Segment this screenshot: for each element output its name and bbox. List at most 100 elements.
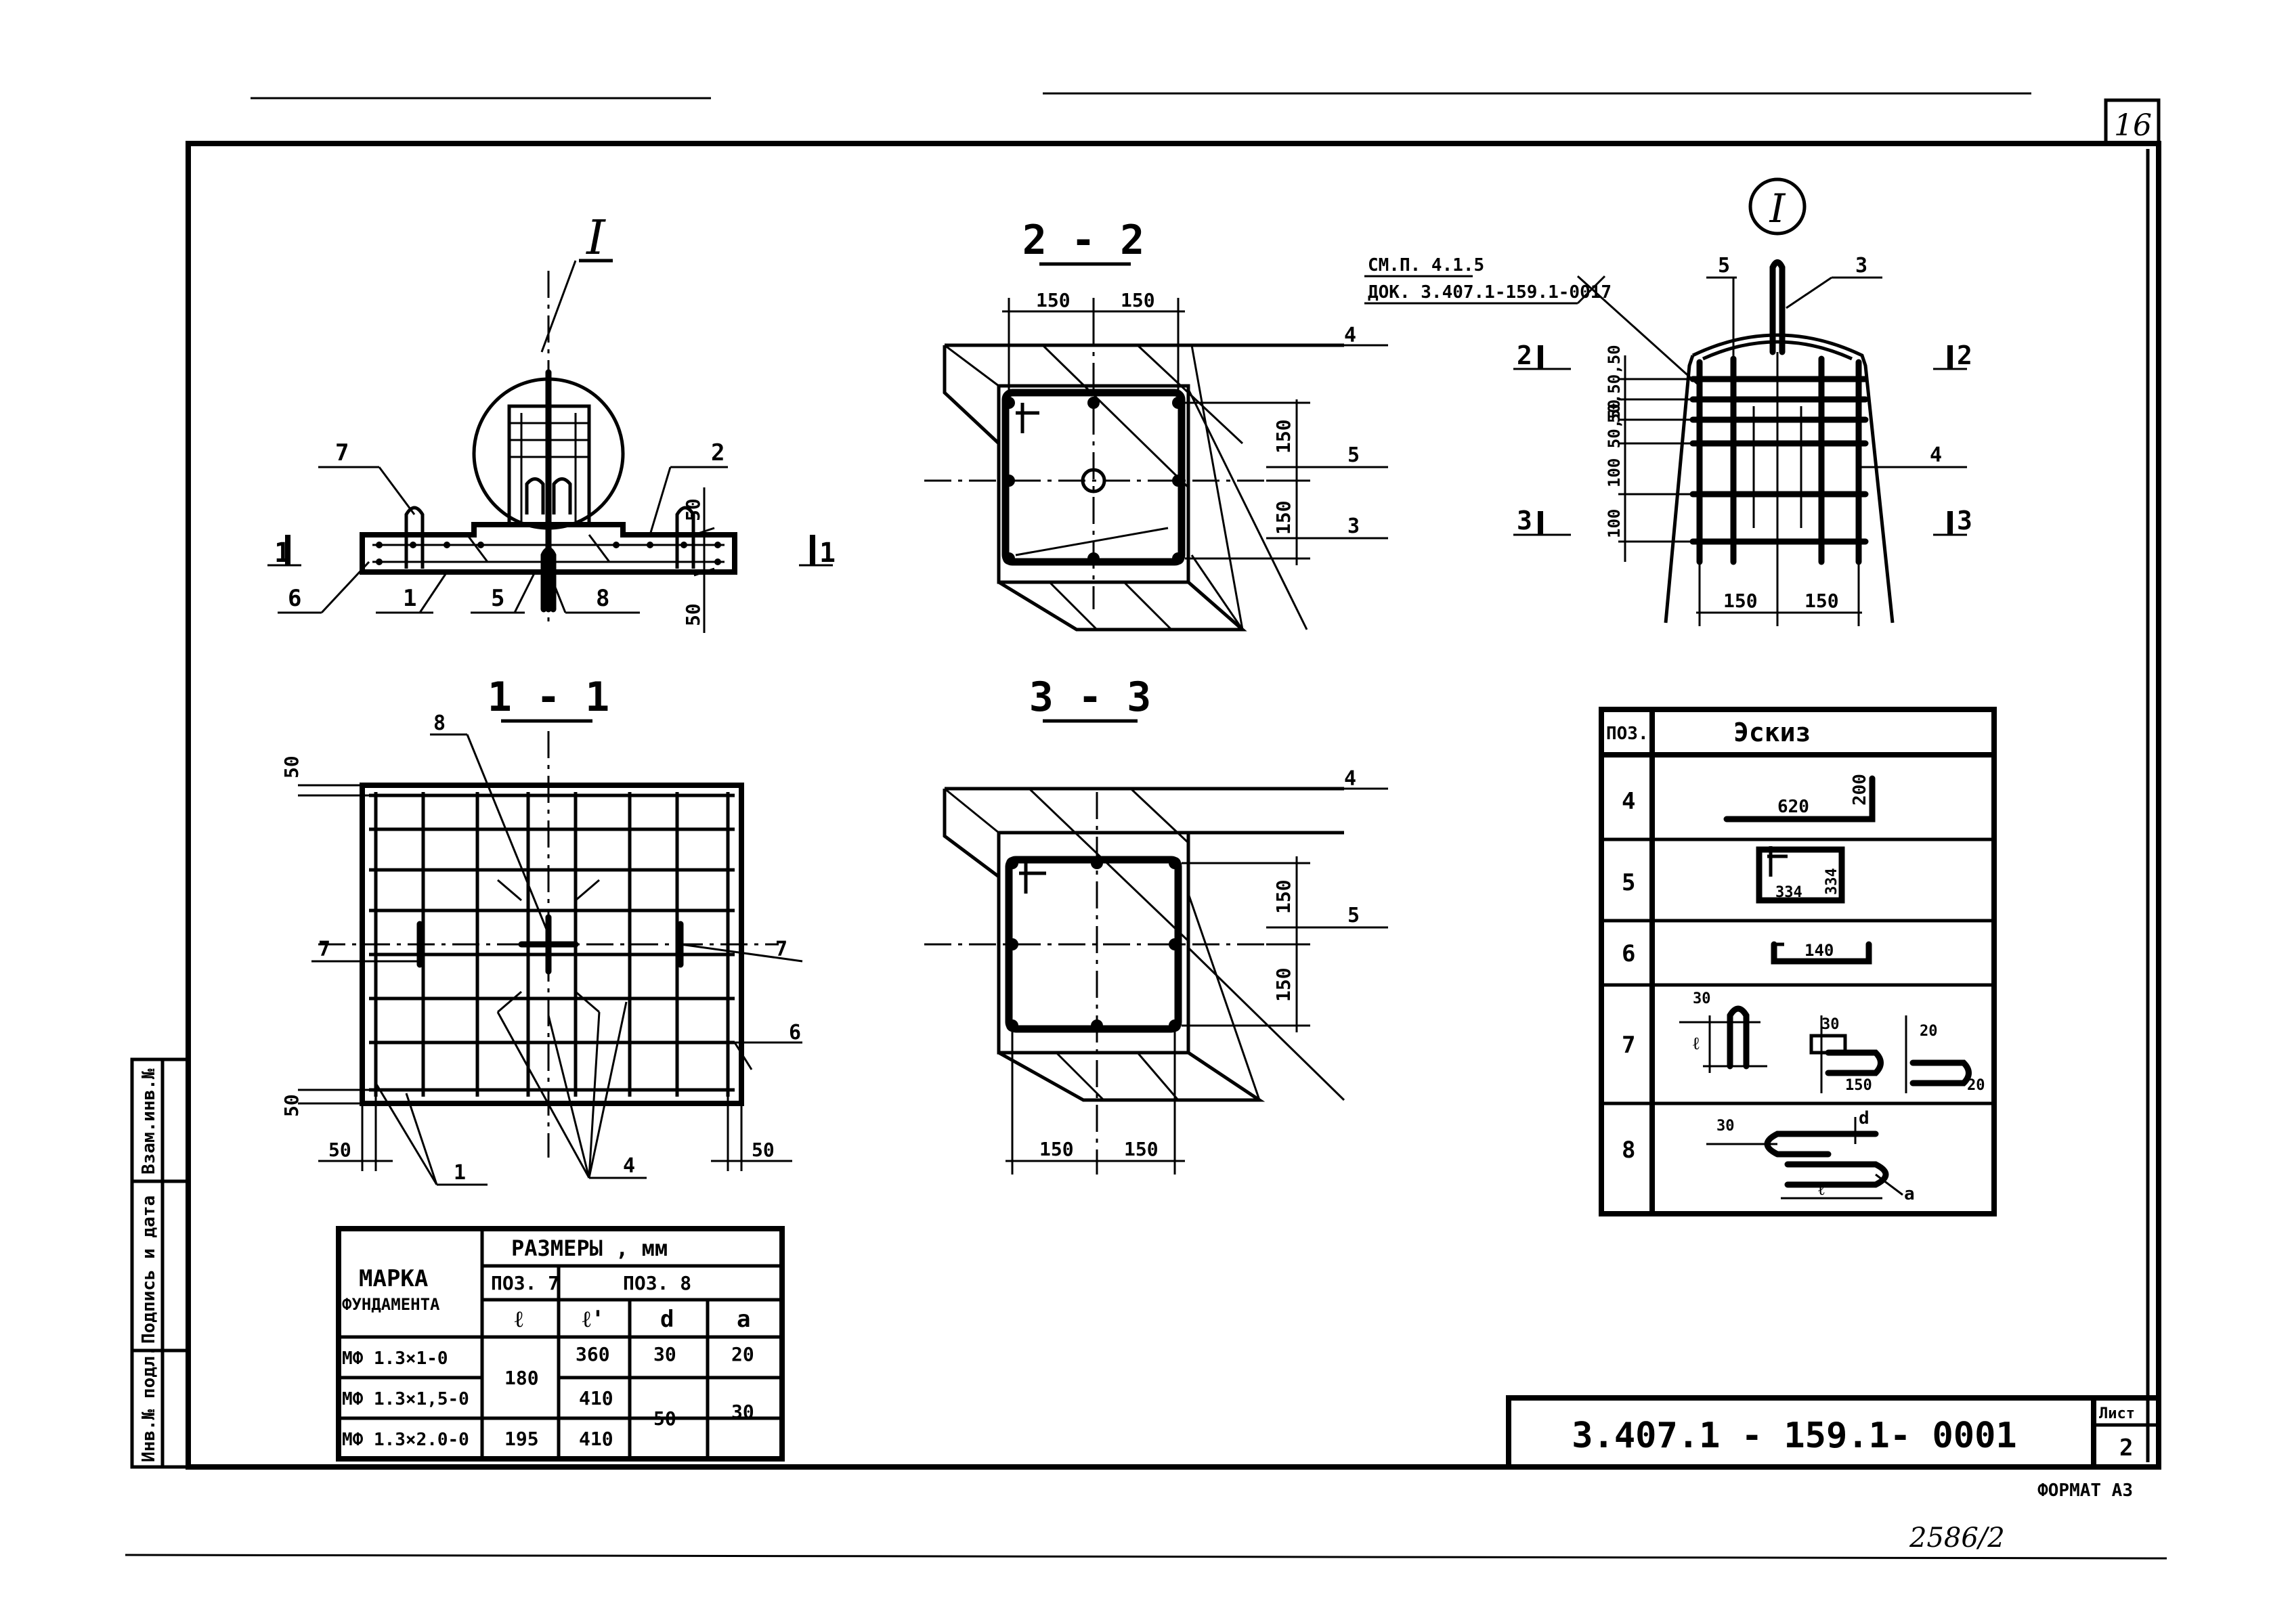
sketch-table: ПОЗ. Эскиз 4 5 6 7 8 620 200 334 334 140… — [1599, 707, 1997, 1216]
elevation-view: I 1 — [267, 210, 836, 633]
dt-row2-a: 30 — [731, 1401, 754, 1423]
sketch4-dim-200: 200 — [1850, 774, 1870, 806]
s11-dim-50-left: 50 — [328, 1139, 351, 1161]
section-mark-1-left: 1 — [274, 537, 290, 569]
dt-row1-a: 20 — [731, 1343, 754, 1365]
sketch-row-4: 4 — [1622, 788, 1635, 815]
sheet-count: 2 — [2119, 1434, 2133, 1462]
elev-dim-50-top: 50 — [682, 498, 704, 521]
title-block: 3.407.1 - 159.1- 0001 Лист 2 — [1506, 1395, 2161, 1470]
sketch7-dim-150: 150 — [1845, 1077, 1872, 1094]
dt-mark-header-1: МАРКА — [359, 1265, 428, 1292]
s11-dim-50-right: 50 — [752, 1139, 775, 1161]
dt-row3-l1: 410 — [579, 1428, 613, 1450]
detail-pos-3: 3 — [1855, 254, 1867, 278]
s11-pos-6: 6 — [789, 1021, 801, 1045]
s33-dim-150-d: 150 — [1124, 1138, 1159, 1160]
format-label: ФОРМАТ А3 — [2037, 1480, 2133, 1501]
detail-pos-4: 4 — [1930, 443, 1942, 467]
dt-row3-mark: МФ 1.3×2.0-0 — [342, 1430, 469, 1450]
s11-dim-50-bottom: 50 — [280, 1094, 303, 1117]
elev-pos-5: 5 — [491, 585, 504, 612]
section-mark-1-right: 1 — [819, 537, 836, 569]
sketch6-dim-140: 140 — [1805, 941, 1834, 960]
sheet-number-box: 16 — [2104, 98, 2161, 146]
dt-size-header: РАЗМЕРЫ , мм — [511, 1235, 668, 1261]
detail-I: I СМ.П. 4.1.5 ДОК. 3.407.1-159.1-0017 — [1364, 177, 1972, 626]
dt-row3-l: 195 — [504, 1428, 539, 1450]
elev-pos-2: 2 — [711, 439, 725, 466]
inventory-number: 2586/2 — [1909, 1522, 2005, 1554]
section-22-title: 2 - 2 — [1022, 217, 1145, 264]
detail-section-3-left: 3 — [1517, 506, 1532, 535]
sketch5-dim-334-h: 334 — [1775, 884, 1802, 901]
s22-dim-150-b: 150 — [1121, 289, 1155, 311]
detail-dim-150-b: 150 — [1805, 590, 1839, 612]
s11-dim-50-top: 50 — [280, 755, 303, 778]
dt-row1-mark: МФ 1.3×1-0 — [342, 1348, 448, 1369]
dt-sub-l1: ℓ' — [582, 1306, 605, 1333]
sidebar-label-sign: Подпись и дата — [139, 1195, 159, 1344]
dt-sub-l: ℓ — [515, 1306, 523, 1333]
dt-row2-l1: 410 — [579, 1387, 613, 1409]
sketch5-dim-334-v: 334 — [1823, 868, 1840, 895]
dt-mark-header-2: ФУНДАМЕНТА — [342, 1295, 440, 1314]
detail-section-2-right: 2 — [1957, 341, 1972, 370]
sketch7-dim-30-a: 30 — [1693, 990, 1711, 1007]
detail-dim-505050: 50,50,50 — [1605, 345, 1624, 423]
section-2-2: 2 - 2 150 150 — [924, 217, 1388, 632]
sketch4-dim-620: 620 — [1777, 797, 1809, 817]
detail-section-2-left: 2 — [1517, 341, 1532, 370]
bottom-scan-line — [125, 1554, 2167, 1560]
detail-title: I — [1769, 185, 1786, 232]
section-3-3: 3 - 3 150 150 150 150 — [924, 674, 1388, 1175]
sidebar-label-inv: Инв.№ подл. — [139, 1346, 159, 1462]
sketch-row-6: 6 — [1622, 940, 1635, 967]
s33-pos-5: 5 — [1347, 904, 1360, 927]
detail-pos-5: 5 — [1718, 254, 1730, 278]
dt-row2-mark: МФ 1.3×1,5-0 — [342, 1389, 469, 1409]
sheet-number: 16 — [2114, 108, 2152, 143]
dt-row1-d: 30 — [653, 1343, 676, 1365]
s33-dim-150-c: 150 — [1039, 1138, 1074, 1160]
s22-pos-5: 5 — [1347, 443, 1360, 467]
sketch7-dim-30-b: 30 — [1821, 1016, 1840, 1033]
detail-section-3-right: 3 — [1957, 506, 1972, 535]
elevation-title: I — [585, 210, 606, 265]
sketch7-dim-20-a: 20 — [1920, 1023, 1938, 1040]
dt-row1-l: 180 — [504, 1367, 539, 1389]
s33-pos-4: 4 — [1344, 767, 1356, 791]
detail-dim-10050: 100 50,50 — [1605, 399, 1624, 487]
sketch8-label-l1: ℓ' — [1818, 1179, 1835, 1200]
dt-pos8: ПОЗ. 8 — [623, 1272, 691, 1294]
sketch8-label-a: a — [1904, 1184, 1915, 1204]
s22-dim-150-d: 150 — [1272, 500, 1295, 535]
top-scan-line — [251, 92, 2031, 100]
s11-pos-4: 4 — [623, 1154, 635, 1178]
dt-sub-a: a — [737, 1306, 750, 1333]
sketch-col-pos: ПОЗ. — [1606, 724, 1649, 744]
elev-dim-50-bottom: 50 — [682, 603, 704, 626]
sketch8-dim-30: 30 — [1716, 1118, 1735, 1135]
detail-dim-100: 100 — [1605, 509, 1624, 538]
sketch8-label-d: d — [1859, 1108, 1870, 1128]
drawing-frame — [186, 141, 2161, 1470]
sketch-row-7: 7 — [1622, 1032, 1635, 1059]
s33-dim-150-b: 150 — [1272, 967, 1295, 1002]
sketch-row-5: 5 — [1622, 869, 1635, 896]
elev-pos-6: 6 — [288, 585, 301, 612]
s11-pos-8: 8 — [433, 711, 446, 735]
s11-pos-7-right: 7 — [775, 938, 787, 961]
section-11-title: 1 - 1 — [488, 674, 610, 721]
elev-pos-1: 1 — [403, 585, 416, 612]
s22-dim-150-c: 150 — [1272, 419, 1295, 454]
dimensions-table: МАРКА ФУНДАМЕНТА РАЗМЕРЫ , мм ПОЗ. 7 ПОЗ… — [336, 1226, 785, 1462]
s11-pos-1: 1 — [454, 1161, 466, 1185]
detail-dim-150-a: 150 — [1723, 590, 1758, 612]
sketch-col-sketch: Эскиз — [1733, 718, 1811, 747]
elev-pos-8: 8 — [596, 585, 609, 612]
dt-row2-d: 50 — [653, 1407, 676, 1430]
dt-sub-d: d — [660, 1306, 674, 1333]
s11-pos-7-left: 7 — [318, 938, 330, 961]
